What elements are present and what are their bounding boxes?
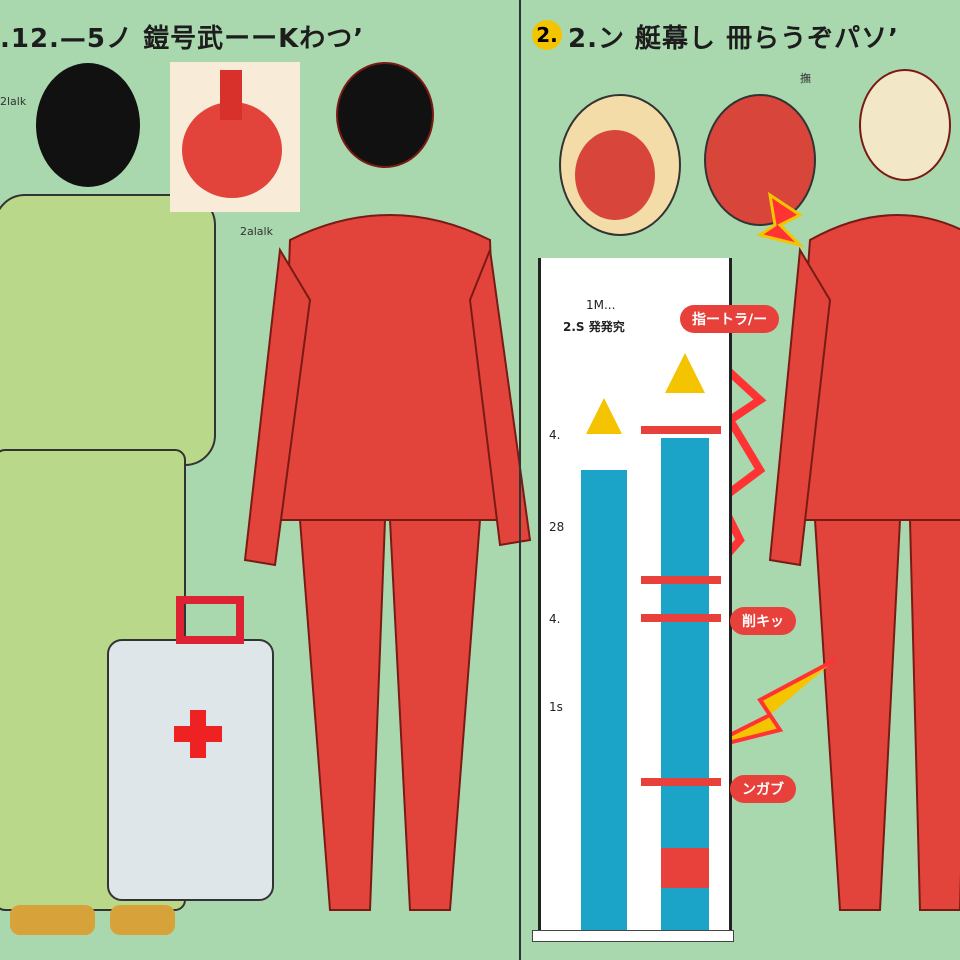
- chart-tick: 1s: [549, 700, 563, 714]
- muscle-figure-right: [768, 69, 960, 911]
- right-panel-title: 2.ン 艇幕し 冊らうぞパソ’: [568, 24, 899, 54]
- muscle-figure-back: [243, 62, 532, 911]
- tag-label: 指ートラ/ー: [680, 305, 780, 333]
- heart-illustration: [170, 62, 300, 212]
- up-arrow-icon: [586, 398, 622, 434]
- chart-tick: 4.: [549, 428, 561, 442]
- red-arrow-icon: [661, 848, 709, 888]
- red-arrow-icon: [641, 778, 721, 786]
- chart-header-line1: 1M...: [586, 298, 616, 312]
- lightning-bolt-icon: [756, 191, 805, 248]
- left-label-b: 2alalk: [240, 225, 273, 238]
- red-arrow-icon: [641, 426, 721, 434]
- chart-base: [532, 930, 734, 942]
- left-label-a: 2lalk: [0, 95, 27, 108]
- lightning-bolt-icon: [699, 658, 836, 752]
- cross-section-illustration: [559, 94, 816, 236]
- step-badge: 2.: [532, 20, 562, 50]
- tag-label: 削キッ: [730, 607, 796, 635]
- chart-tick: 4.: [549, 612, 561, 626]
- panel-divider: [519, 0, 521, 960]
- red-arrow-icon: [641, 576, 721, 584]
- bar-chart-panel: 1M... 2.S 発発究 4. 28 4. 1s: [538, 258, 732, 938]
- chart-header-line2: 2.S 発発究: [563, 320, 625, 334]
- chart-tick: 28: [549, 520, 565, 534]
- tag-label: ンガブ: [730, 775, 796, 803]
- red-arrow-icon: [641, 614, 721, 622]
- first-aid-kit: [107, 596, 274, 901]
- bar-left: [581, 470, 627, 930]
- corner-label: 撫: [800, 72, 811, 85]
- up-arrow-icon: [665, 353, 705, 393]
- left-panel-title: .12.—5ノ 鎧号武ーーKわつ’: [0, 24, 365, 54]
